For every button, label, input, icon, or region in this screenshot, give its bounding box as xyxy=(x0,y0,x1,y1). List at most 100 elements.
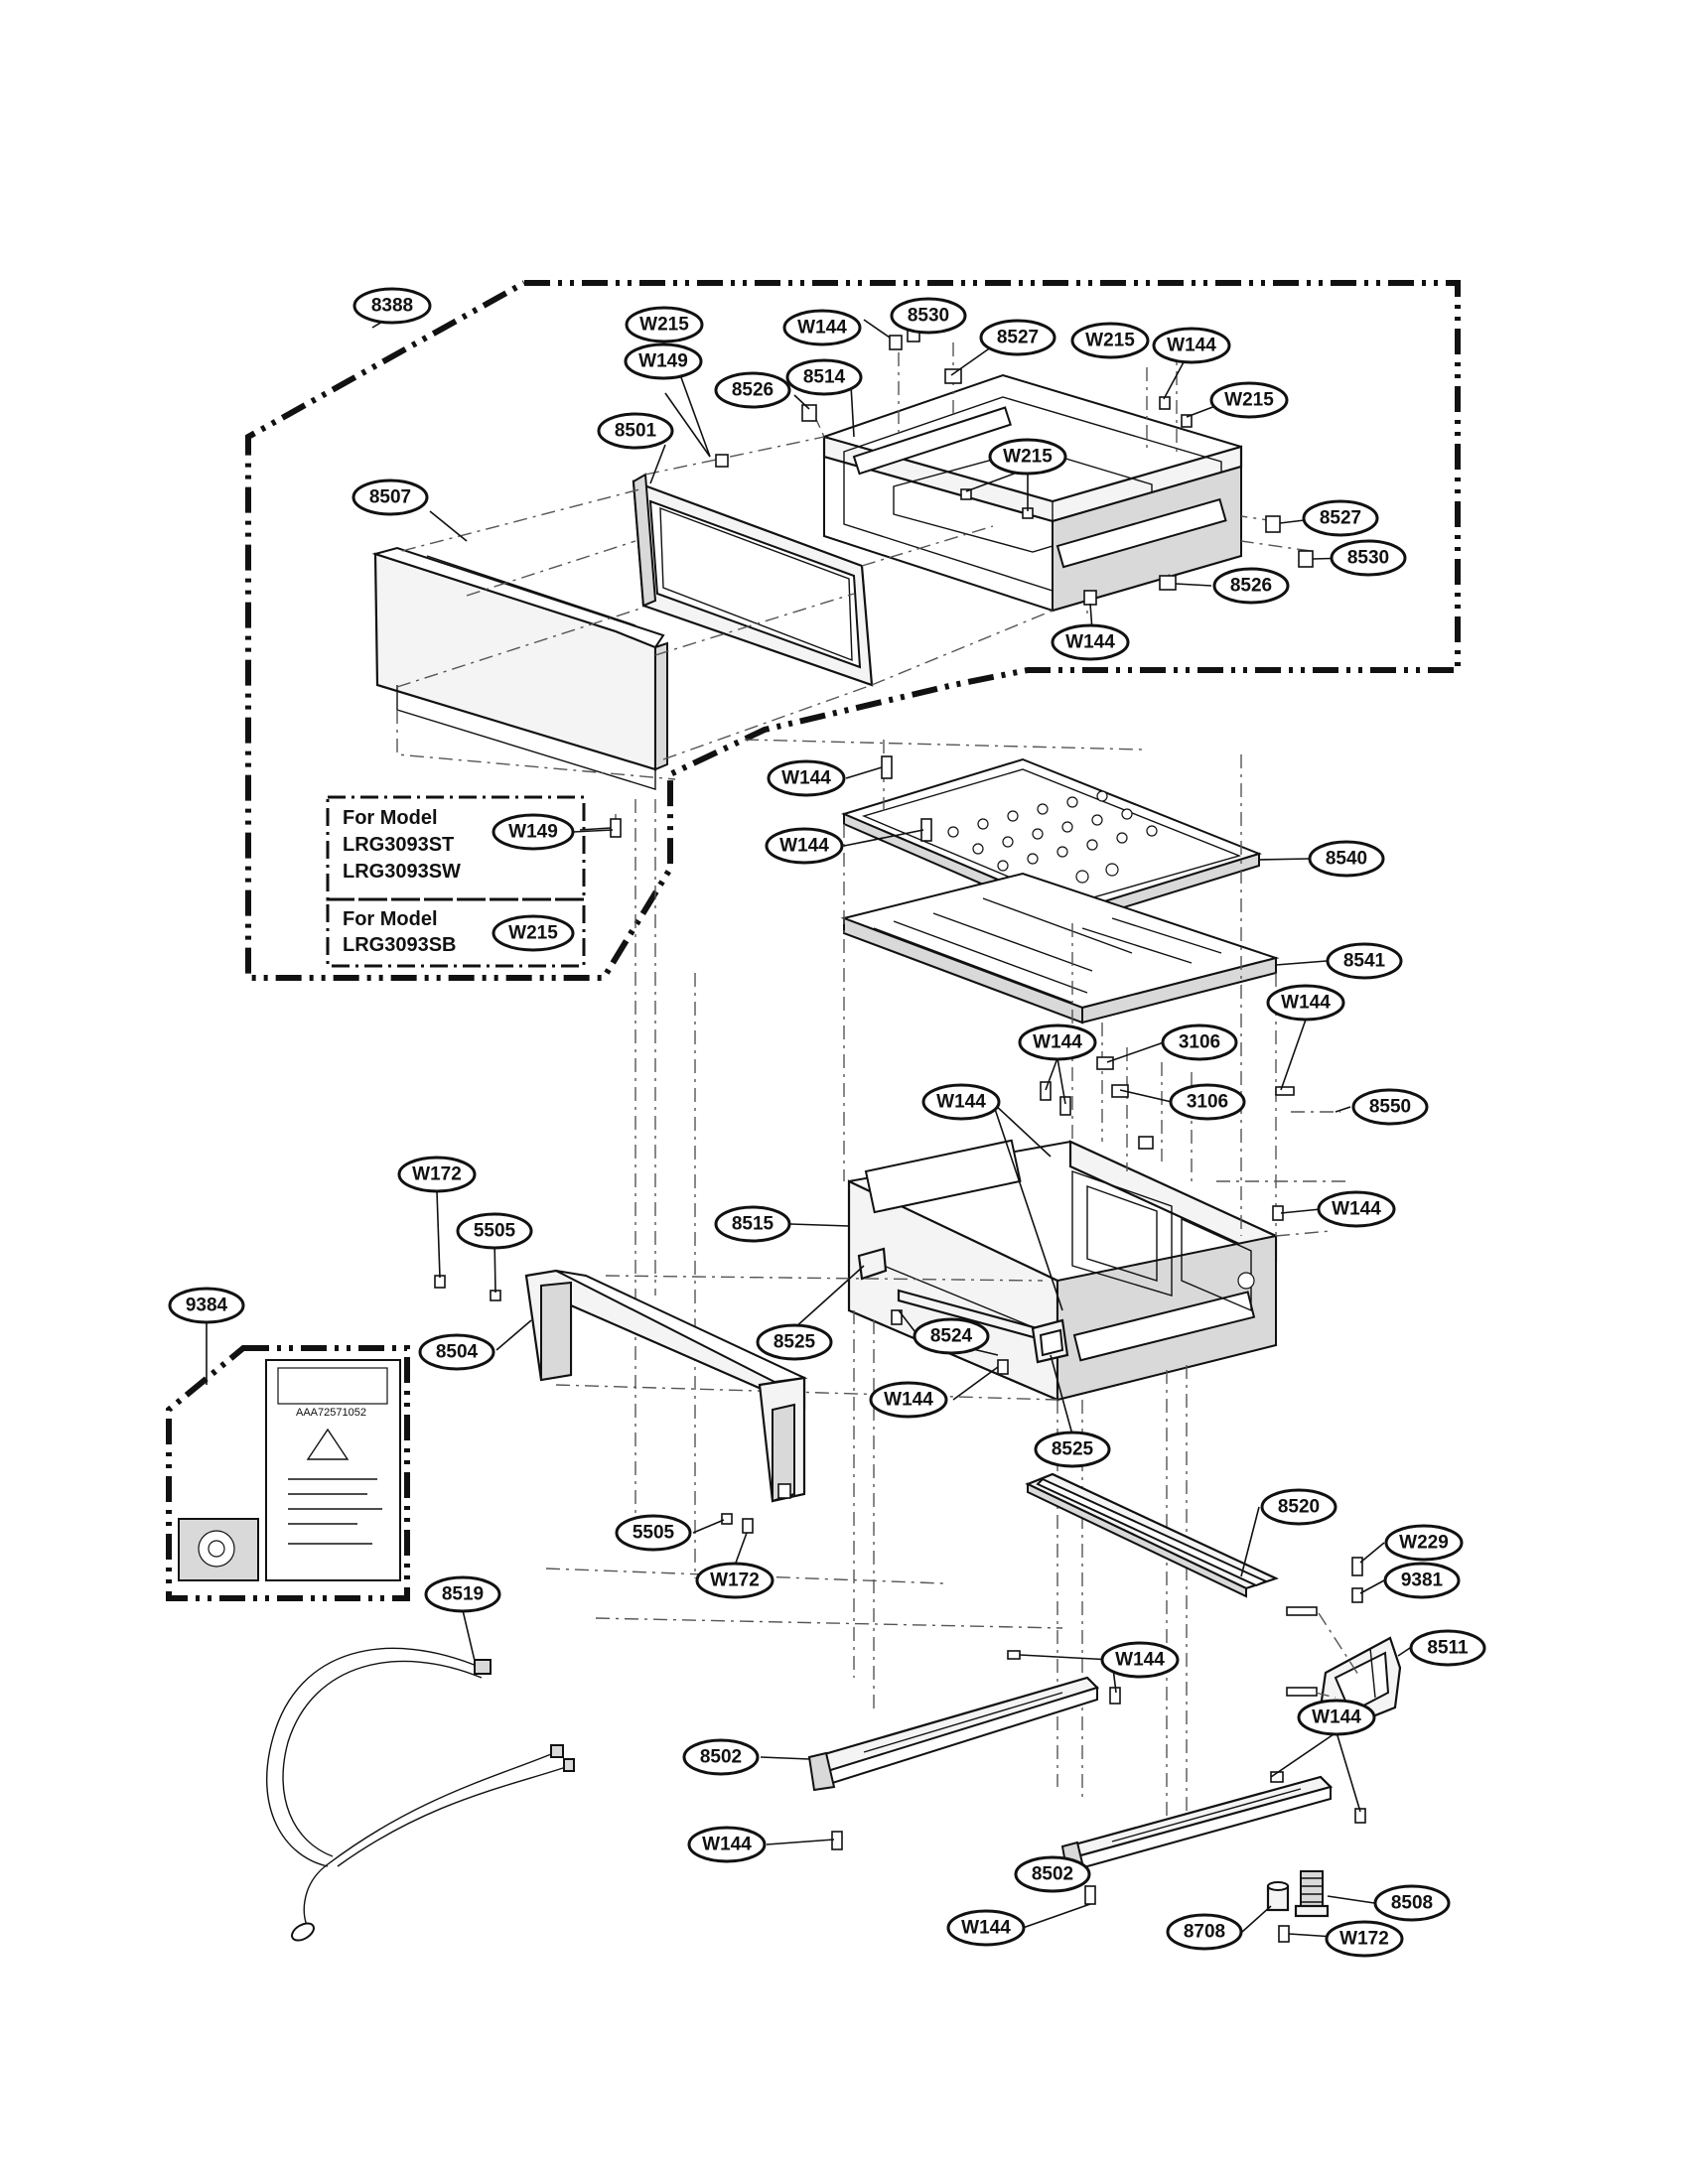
callout-w215d: W215 xyxy=(988,438,1067,476)
callout-8511: 8511 xyxy=(1409,1629,1486,1667)
callout-8504: 8504 xyxy=(418,1333,495,1371)
svg-text:W172: W172 xyxy=(710,1570,760,1591)
callout-w144b: W144 xyxy=(1152,327,1231,364)
svg-text:W215: W215 xyxy=(1003,447,1053,468)
callout-w144h: W144 xyxy=(921,1083,1001,1121)
housing-brackets xyxy=(857,1247,1069,1364)
callout-w144k: W144 xyxy=(1100,1641,1180,1679)
svg-text:W144: W144 xyxy=(702,1835,752,1855)
svg-text:8515: 8515 xyxy=(732,1214,774,1235)
svg-text:8525: 8525 xyxy=(1052,1439,1094,1460)
svg-text:W215: W215 xyxy=(508,923,558,944)
callout-8708: 8708 xyxy=(1166,1913,1243,1951)
callout-w144g: W144 xyxy=(1018,1024,1097,1061)
svg-text:8508: 8508 xyxy=(1391,1893,1433,1914)
callout-w229: W229 xyxy=(1384,1524,1464,1562)
svg-text:W144: W144 xyxy=(936,1092,986,1113)
warming-drawer-housing xyxy=(847,1139,1278,1402)
callout-8541: 8541 xyxy=(1326,942,1403,980)
drawer-front-panel xyxy=(371,546,668,790)
callout-8388: 8388 xyxy=(352,287,432,325)
svg-text:W229: W229 xyxy=(1399,1533,1449,1554)
callout-w215a: W215 xyxy=(625,306,704,343)
note1-model-2: LRG3093SW xyxy=(343,861,461,883)
svg-text:W144: W144 xyxy=(1332,1199,1381,1220)
callout-8508: 8508 xyxy=(1373,1884,1451,1922)
svg-text:8530: 8530 xyxy=(1347,548,1389,569)
callout-w215b: W215 xyxy=(1070,322,1150,359)
note1-model-1: LRG3093ST xyxy=(343,834,454,856)
svg-text:W144: W144 xyxy=(779,836,829,857)
callout-w144n: W144 xyxy=(946,1909,1026,1947)
leader-lines xyxy=(206,315,1411,1940)
callout-w144f: W144 xyxy=(1266,984,1345,1022)
svg-text:8525: 8525 xyxy=(774,1332,816,1353)
callout-8540: 8540 xyxy=(1308,840,1385,878)
svg-text:W144: W144 xyxy=(1115,1650,1165,1671)
svg-text:9381: 9381 xyxy=(1401,1570,1444,1591)
callout-w144d: W144 xyxy=(767,759,846,797)
note2-heading: For Model xyxy=(343,908,438,930)
svg-text:8514: 8514 xyxy=(803,367,846,388)
svg-text:8388: 8388 xyxy=(371,296,413,317)
leveling-foot xyxy=(1266,1881,1290,1912)
svg-text:8527: 8527 xyxy=(997,328,1039,348)
svg-text:8540: 8540 xyxy=(1326,849,1367,870)
callout-8514: 8514 xyxy=(785,358,863,396)
svg-text:W144: W144 xyxy=(1281,993,1331,1014)
svg-text:W149: W149 xyxy=(638,351,688,372)
callout-8515: 8515 xyxy=(714,1205,791,1243)
svg-text:W172: W172 xyxy=(412,1164,462,1185)
svg-text:8511: 8511 xyxy=(1427,1638,1469,1659)
recycle-icon xyxy=(306,1428,350,1460)
callout-8527b: 8527 xyxy=(1302,499,1379,537)
heat-shield-slots xyxy=(873,897,1222,1004)
bottom-trim-panel xyxy=(1025,1472,1279,1598)
note1-heading: For Model xyxy=(343,807,438,829)
svg-text:8502: 8502 xyxy=(1032,1864,1073,1885)
svg-text:W144: W144 xyxy=(1033,1032,1082,1053)
front-frame xyxy=(524,1269,808,1503)
svg-text:8526: 8526 xyxy=(732,380,774,401)
drawer-tub xyxy=(822,373,1243,613)
lower-hardware xyxy=(434,755,1366,1943)
svg-text:W149: W149 xyxy=(508,822,558,843)
svg-text:8501: 8501 xyxy=(615,421,657,442)
note1-part-callout: W149 xyxy=(492,813,575,851)
svg-text:8519: 8519 xyxy=(442,1584,484,1605)
svg-text:W215: W215 xyxy=(1224,390,1274,411)
callout-8530a: 8530 xyxy=(890,297,967,335)
callout-8520: 8520 xyxy=(1260,1488,1337,1526)
base-rail-front xyxy=(807,1676,1100,1792)
svg-text:3106: 3106 xyxy=(1179,1032,1220,1053)
callout-8530b: 8530 xyxy=(1330,539,1407,577)
svg-text:W215: W215 xyxy=(639,315,689,336)
callout-8502a: 8502 xyxy=(682,1738,760,1776)
callout-8501: 8501 xyxy=(597,412,674,450)
drawer-inner-frame xyxy=(632,473,874,687)
svg-text:W144: W144 xyxy=(884,1390,933,1411)
callout-w172c: W172 xyxy=(1325,1920,1404,1958)
callout-w172b: W172 xyxy=(695,1562,774,1599)
svg-text:8524: 8524 xyxy=(930,1326,973,1347)
svg-text:W144: W144 xyxy=(1065,632,1115,653)
callout-w144l: W144 xyxy=(1297,1699,1376,1736)
callout-w144a: W144 xyxy=(782,309,862,346)
leveling-leg xyxy=(1294,1870,1330,1918)
svg-text:5505: 5505 xyxy=(633,1523,675,1544)
callout-w149: W149 xyxy=(624,342,703,380)
svg-text:W172: W172 xyxy=(1339,1929,1389,1950)
callout-9384: 9384 xyxy=(168,1287,245,1324)
callout-w144i: W144 xyxy=(1317,1190,1396,1228)
callout-w172a: W172 xyxy=(397,1156,477,1193)
note2-model-1: LRG3093SB xyxy=(343,934,457,956)
callout-w215c: W215 xyxy=(1209,381,1289,419)
callout-5505a: 5505 xyxy=(456,1212,533,1250)
svg-text:8526: 8526 xyxy=(1230,576,1272,597)
wire-harness xyxy=(265,1647,575,1942)
callout-8526a: 8526 xyxy=(714,371,791,409)
drawer-assembly-lines xyxy=(396,342,1312,824)
callout-8525a: 8525 xyxy=(756,1323,833,1361)
svg-text:8530: 8530 xyxy=(908,306,949,327)
